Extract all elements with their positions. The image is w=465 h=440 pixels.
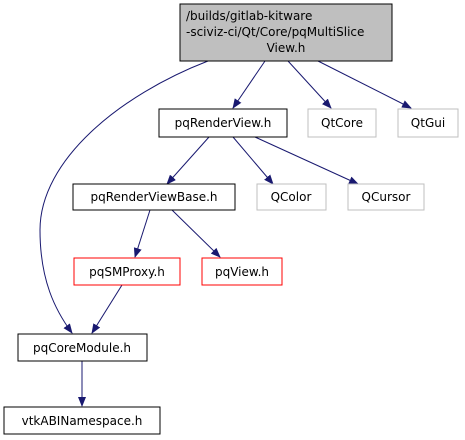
edge-renderview-to-renderviewbase xyxy=(166,136,210,185)
edge-smproxy-to-coremodule xyxy=(91,284,123,334)
node-pqsmproxy[interactable]: pqSMProxy.h xyxy=(73,257,181,286)
qtcore-label: QtCore xyxy=(321,116,363,130)
qcolor-label: QColor xyxy=(271,190,312,204)
node-pqrenderview[interactable]: pqRenderView.h xyxy=(158,108,288,138)
edge-renderviewbase-to-smproxy xyxy=(133,209,151,258)
vtkabinamespace-label: vtkABINamespace.h xyxy=(22,414,143,428)
root-line-1: /builds/gitlab-kitware xyxy=(186,9,312,23)
edge-root-to-qtgui xyxy=(317,60,412,109)
node-qtcore[interactable]: QtCore xyxy=(307,108,377,138)
pqview-label: pqView.h xyxy=(215,265,269,279)
edge-root-to-qtcore xyxy=(287,60,332,109)
edge-renderviewbase-to-pqview xyxy=(171,209,221,258)
root-line-3: View.h xyxy=(267,41,306,55)
node-pqview[interactable]: pqView.h xyxy=(201,257,283,286)
qcursor-label: QCursor xyxy=(362,190,411,204)
node-vtkabinamespace[interactable]: vtkABINamespace.h xyxy=(3,406,161,435)
pqcoremodule-label: pqCoreModule.h xyxy=(33,341,131,355)
edge-root-to-coremodule xyxy=(39,60,209,334)
qtgui-label: QtGui xyxy=(411,116,445,130)
edge-renderview-to-qcolor xyxy=(232,136,274,185)
root-line-2: -sciviz-ci/Qt/Core/pqMultiSlice xyxy=(186,25,364,39)
pqrenderviewbase-label: pqRenderViewBase.h xyxy=(90,190,217,204)
node-pqrenderviewbase[interactable]: pqRenderViewBase.h xyxy=(72,183,236,211)
node-pqcoremodule[interactable]: pqCoreModule.h xyxy=(17,333,148,362)
node-qcursor[interactable]: QCursor xyxy=(347,183,425,211)
dependency-edges xyxy=(39,60,412,407)
pqrenderview-label: pqRenderView.h xyxy=(175,116,272,130)
node-qcolor[interactable]: QColor xyxy=(256,183,327,211)
edge-root-to-renderview xyxy=(232,60,266,109)
node-qtgui[interactable]: QtGui xyxy=(397,108,459,138)
pqsmproxy-label: pqSMProxy.h xyxy=(89,265,165,279)
node-root-file[interactable]: /builds/gitlab-kitware -sciviz-ci/Qt/Cor… xyxy=(179,3,393,62)
edge-renderview-to-qcursor xyxy=(254,136,359,185)
